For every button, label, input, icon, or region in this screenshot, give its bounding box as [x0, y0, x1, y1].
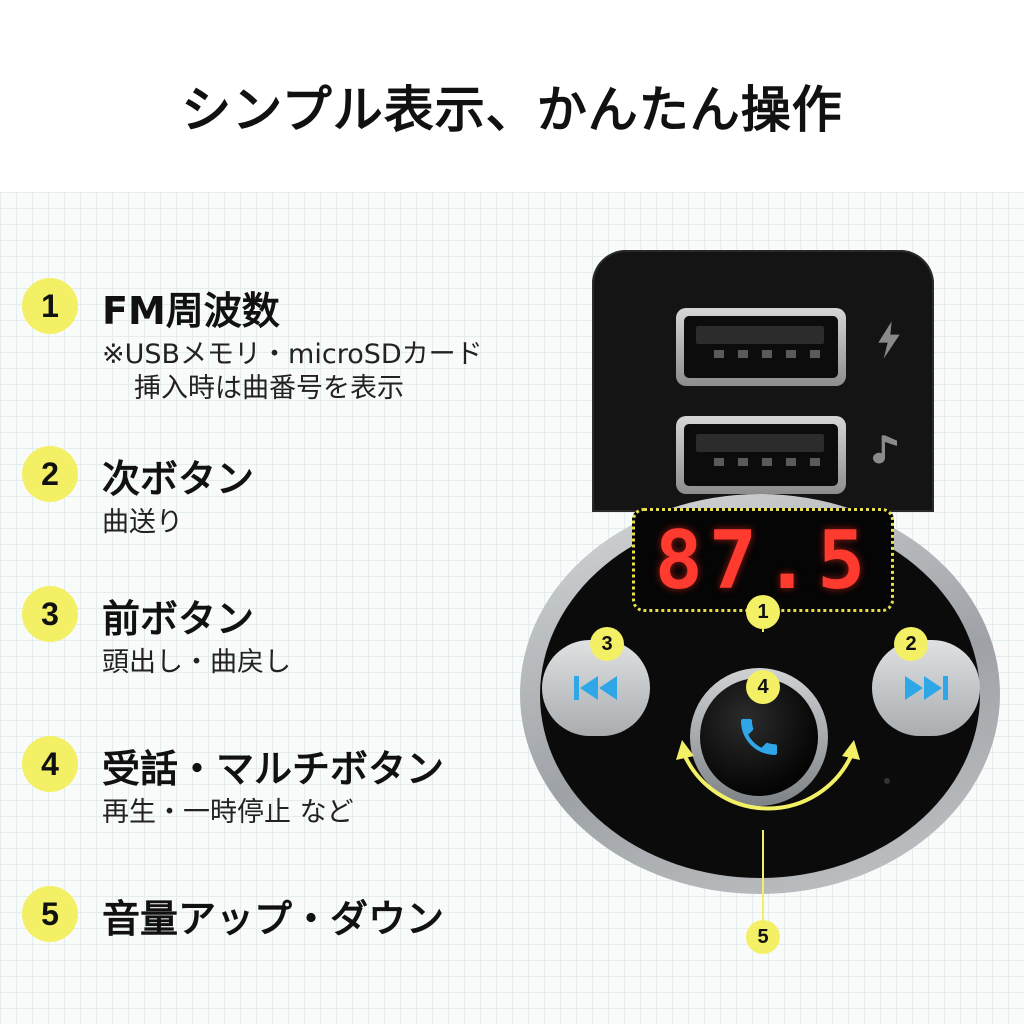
feature-title: 次ボタン [102, 457, 255, 501]
number-badge: 2 [22, 446, 78, 502]
callout-badge-3: 3 [590, 627, 624, 661]
volume-down-arrow-icon [676, 740, 694, 760]
number-badge: 3 [22, 586, 78, 642]
volume-arc [682, 753, 854, 811]
lightning-bolt-icon [878, 321, 900, 359]
callout-badge-2: 2 [894, 627, 928, 661]
callout-badge-4: 4 [746, 670, 780, 704]
number-badge: 5 [22, 886, 78, 942]
callout-badge-5: 5 [746, 920, 780, 954]
feature-description-line: ※USBメモリ・microSDカード [102, 339, 483, 370]
next-track-icon [905, 676, 948, 700]
feature-title: 前ボタン [102, 597, 255, 641]
page-title: シンプル表示、かんたん操作 [181, 81, 843, 139]
usb-port-charging [676, 308, 846, 386]
annotation-overlay [676, 620, 860, 920]
microphone-hole [884, 778, 890, 784]
feature-title: FM周波数 [102, 289, 280, 333]
feature-description: 頭出し・曲戻し [102, 647, 291, 678]
usb-port-music [676, 416, 846, 494]
next-button[interactable] [872, 640, 980, 736]
phone-handset-icon [741, 719, 777, 755]
number-badge: 1 [22, 278, 78, 334]
previous-track-icon [574, 676, 617, 700]
feature-description: 再生・一時停止 など [102, 797, 354, 828]
callout-badge-1: 1 [746, 595, 780, 629]
feature-description: 曲送り [102, 507, 183, 538]
usb-port-housing [592, 250, 934, 512]
volume-up-arrow-icon [842, 740, 860, 760]
feature-description: ※USBメモリ・microSDカード 挿入時は曲番号を表示 [102, 338, 483, 406]
feature-description-line: 挿入時は曲番号を表示 [134, 373, 404, 404]
fm-transmitter-device: 87.5 1 2 3 4 5 [520, 240, 1000, 954]
number-badge: 4 [22, 736, 78, 792]
frequency-value: 87.5 [654, 513, 872, 607]
feature-title: 音量アップ・ダウン [102, 897, 445, 941]
music-note-icon [873, 435, 897, 464]
feature-title: 受話・マルチボタン [102, 747, 445, 791]
